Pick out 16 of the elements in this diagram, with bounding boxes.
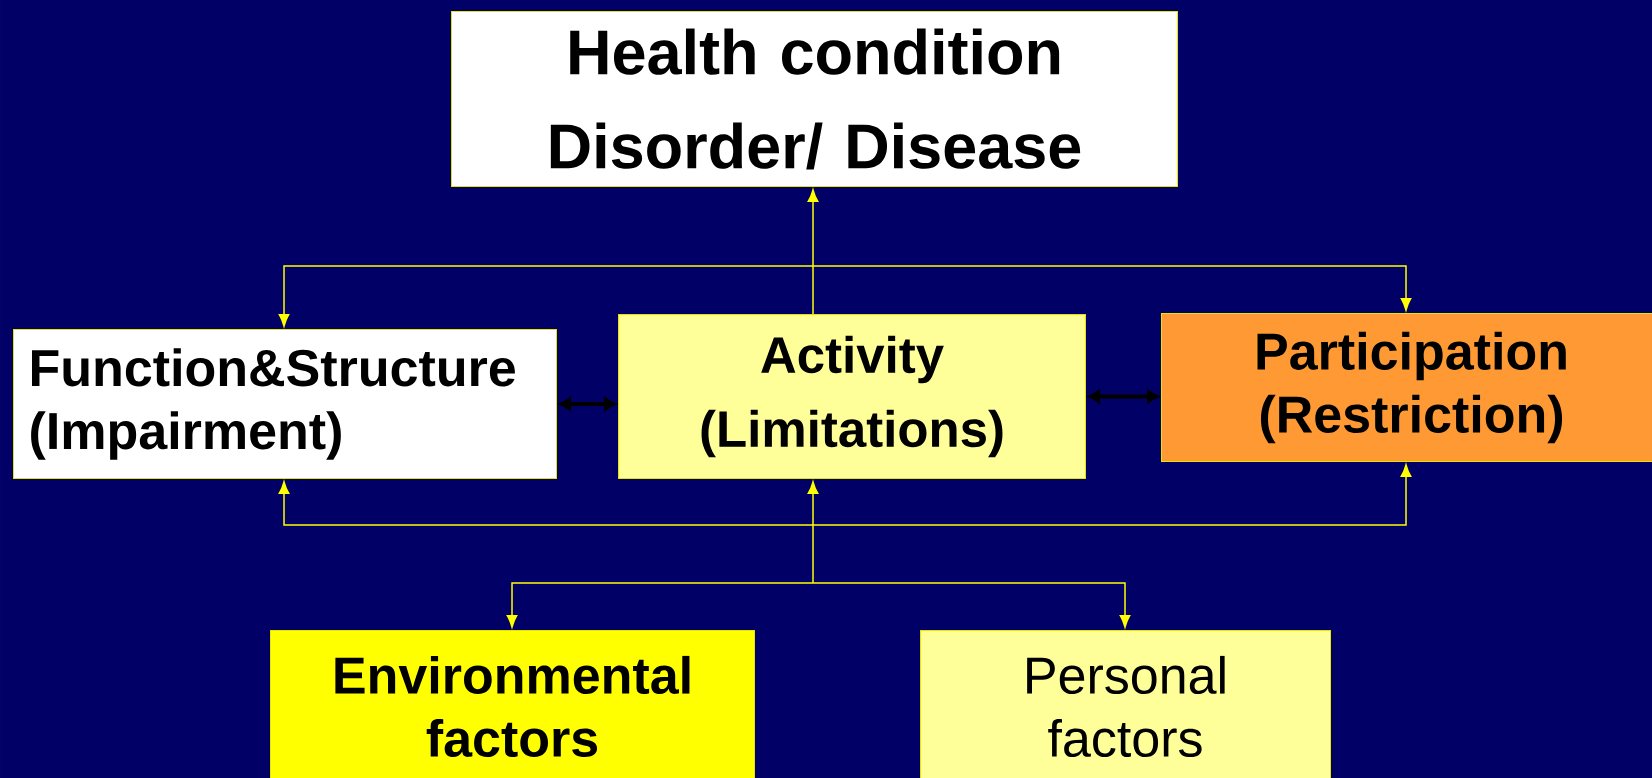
arrow xyxy=(812,464,1412,526)
component-box: Function&Structure (Impairment) xyxy=(13,329,557,479)
arrow xyxy=(1088,389,1159,404)
arrow xyxy=(812,265,1412,311)
arrow xyxy=(506,582,814,628)
arrow xyxy=(278,481,814,526)
arrow xyxy=(812,582,1131,628)
arrow xyxy=(278,265,814,327)
arrow xyxy=(807,189,819,315)
condition-box: Health condition Disorder/ Disease xyxy=(451,11,1178,187)
factor-box: Environmental factors xyxy=(270,630,755,778)
component-box: Participation (Restriction) xyxy=(1161,313,1652,462)
component-box: Activity (Limitations) xyxy=(618,314,1086,479)
arrow xyxy=(559,397,616,411)
arrow xyxy=(807,481,819,584)
factor-box: Personal factors xyxy=(920,630,1331,778)
